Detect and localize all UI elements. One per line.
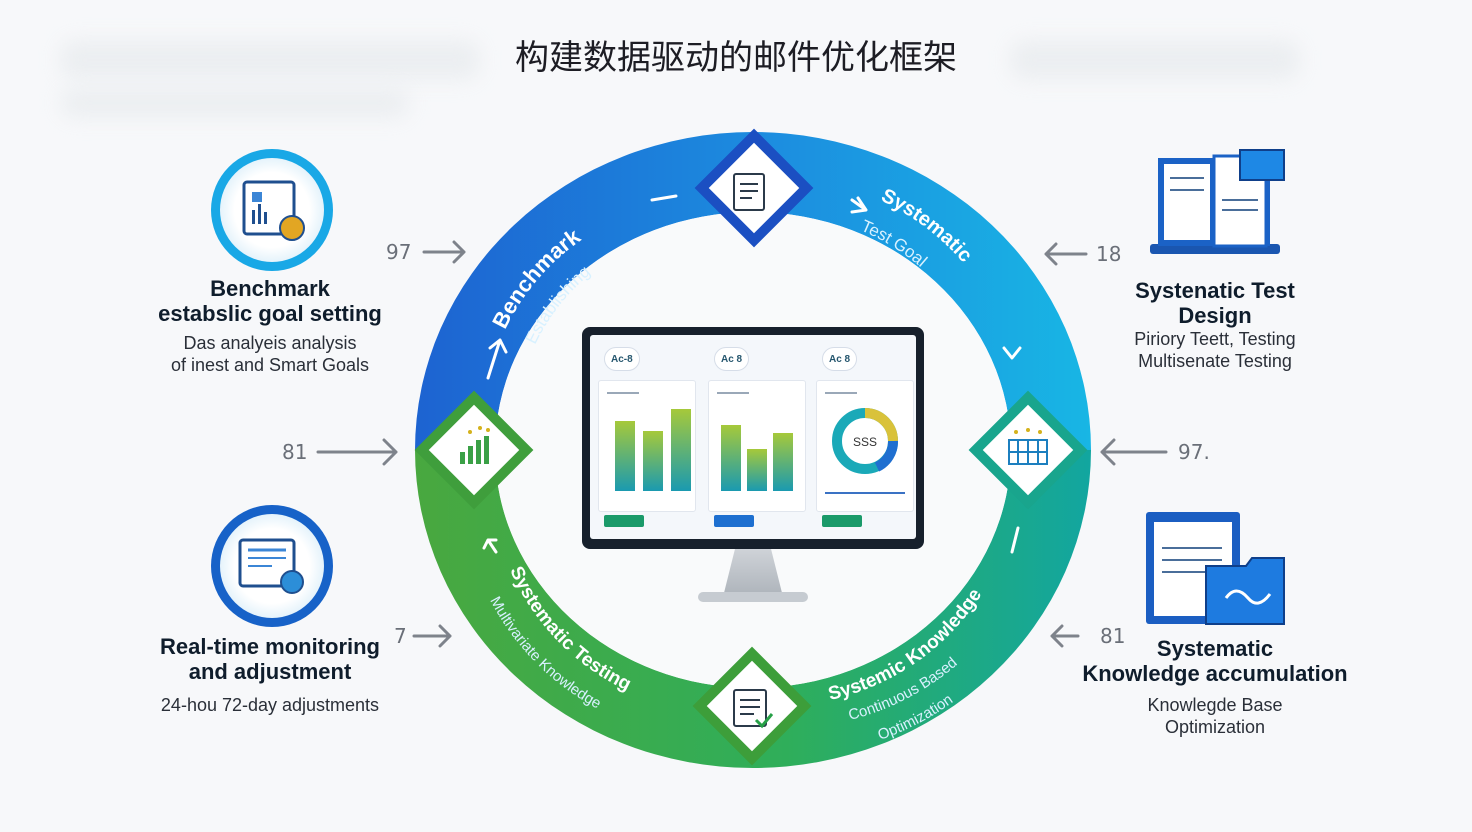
left-bottom-title: Real-time monitoring and adjustment bbox=[159, 634, 380, 684]
arrow-left-top bbox=[422, 240, 466, 264]
right-bottom-number: 81 bbox=[1100, 624, 1126, 648]
ring-top-half bbox=[415, 132, 1091, 450]
dashboard-monitor: Ac-8 Ac 8 Ac 8 bbox=[582, 327, 924, 549]
bar-chart-icon bbox=[717, 392, 793, 491]
left-bottom-subtitle: 24-hou 72-day adjustments bbox=[160, 695, 380, 715]
arrow-right-middle bbox=[1100, 438, 1168, 466]
monitor-base bbox=[698, 592, 808, 602]
diamond-bottom bbox=[692, 646, 812, 766]
arrow-left-middle bbox=[316, 438, 398, 466]
right-top-subtitle: Piriory Teett, Testing Multisenate Testi… bbox=[1134, 329, 1296, 371]
bar-panel bbox=[708, 380, 806, 512]
ring-arrow-icon bbox=[1010, 526, 1020, 554]
panel-action-button[interactable] bbox=[714, 515, 754, 527]
bar-panel bbox=[598, 380, 696, 512]
ring-arrow-icon bbox=[850, 196, 868, 214]
document-check-icon bbox=[733, 689, 767, 727]
arrow-right-bottom bbox=[1050, 624, 1080, 648]
diamond-top bbox=[694, 128, 814, 248]
right-bottom-subtitle: Knowlegde Base Optimization bbox=[1147, 695, 1283, 737]
diamond-right bbox=[968, 390, 1088, 510]
right-bottom-title: Systematic Knowledge accumulation bbox=[1082, 636, 1348, 686]
page-title: 构建数据驱动的邮件优化框架 bbox=[515, 38, 957, 78]
ring-arrow-icon bbox=[1002, 346, 1022, 360]
report-chart-icon bbox=[211, 149, 333, 271]
diamond-left bbox=[414, 390, 534, 510]
monitor-stand bbox=[723, 549, 783, 595]
arrow-left-bottom bbox=[412, 624, 452, 648]
dashboard-icon bbox=[211, 505, 333, 627]
left-top-number: 97 bbox=[386, 240, 412, 264]
arrow-right-top bbox=[1044, 242, 1088, 266]
dashboard-chip: Ac-8 bbox=[604, 347, 640, 371]
panel-action-button[interactable] bbox=[822, 515, 862, 527]
left-top-subtitle: Das analyeis analysis of inest and Smart… bbox=[170, 333, 370, 375]
folder-documents-icon bbox=[1146, 512, 1285, 625]
dashboard-chip: Ac 8 bbox=[822, 347, 858, 371]
bar-chart-icon bbox=[607, 392, 691, 491]
ring-arrow-icon bbox=[486, 338, 508, 380]
laptop-screens-icon bbox=[1150, 149, 1285, 254]
ring-bottom-half bbox=[415, 450, 1091, 768]
right-top-title: Systenatic Test Design bbox=[1135, 278, 1295, 328]
panel-action-button[interactable] bbox=[604, 515, 644, 527]
right-top-number: 18 bbox=[1096, 242, 1122, 266]
right-middle-number: 97. bbox=[1178, 440, 1210, 464]
left-top-title: Benchmark estabslic goal setting bbox=[158, 276, 382, 326]
bar-growth-icon bbox=[460, 426, 490, 464]
left-middle-number: 81 bbox=[282, 440, 308, 464]
donut-panel: SSS bbox=[816, 380, 914, 512]
dashboard-chip: Ac 8 bbox=[714, 347, 750, 371]
monitor-screen: Ac-8 Ac 8 Ac 8 bbox=[590, 335, 916, 539]
building-grid-icon bbox=[1008, 439, 1048, 465]
left-bottom-number: 7 bbox=[394, 624, 407, 648]
donut-label: SSS bbox=[853, 435, 877, 449]
document-stack-icon bbox=[733, 173, 765, 211]
ring-arrow-icon bbox=[482, 538, 498, 554]
ring-arrow-icon bbox=[650, 194, 678, 202]
